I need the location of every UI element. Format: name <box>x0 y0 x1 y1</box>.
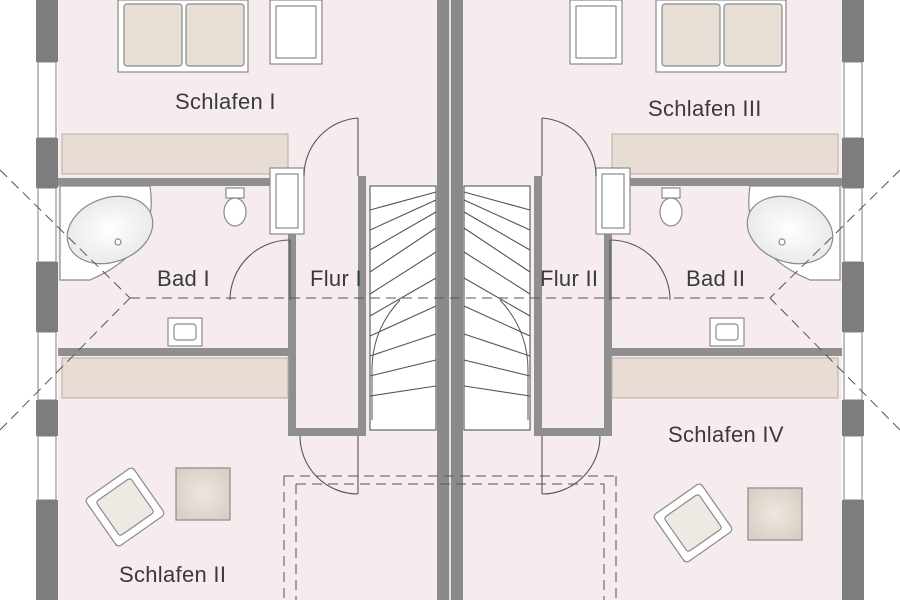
bathtub <box>59 185 841 281</box>
toilet <box>223 187 683 227</box>
roof-line <box>0 169 900 600</box>
outer-wall-right <box>842 0 864 600</box>
room-label-schlafen-3: Schlafen III <box>648 96 762 121</box>
stair-handrail <box>371 299 529 420</box>
outer-wall-left <box>36 0 58 600</box>
staircase <box>369 185 531 431</box>
armchair <box>85 467 803 563</box>
room-label-flur-1: Flur I <box>310 266 362 291</box>
window-left <box>37 61 57 501</box>
room-label-bad-1: Bad I <box>157 266 210 291</box>
sink <box>167 317 745 347</box>
room-label-bad-2: Bad II <box>686 266 746 291</box>
door-swing <box>229 117 671 495</box>
room-label-schlafen-4: Schlafen IV <box>668 422 784 447</box>
room-label-schlafen-2: Schlafen II <box>119 562 227 587</box>
wardrobe <box>61 133 839 399</box>
interior-walls <box>58 176 842 436</box>
room-label-flur-2: Flur II <box>540 266 599 291</box>
room-label-schlafen-1: Schlafen I <box>175 89 276 114</box>
cabinet <box>269 0 631 235</box>
window-right <box>843 61 863 501</box>
double-bed <box>117 0 787 73</box>
